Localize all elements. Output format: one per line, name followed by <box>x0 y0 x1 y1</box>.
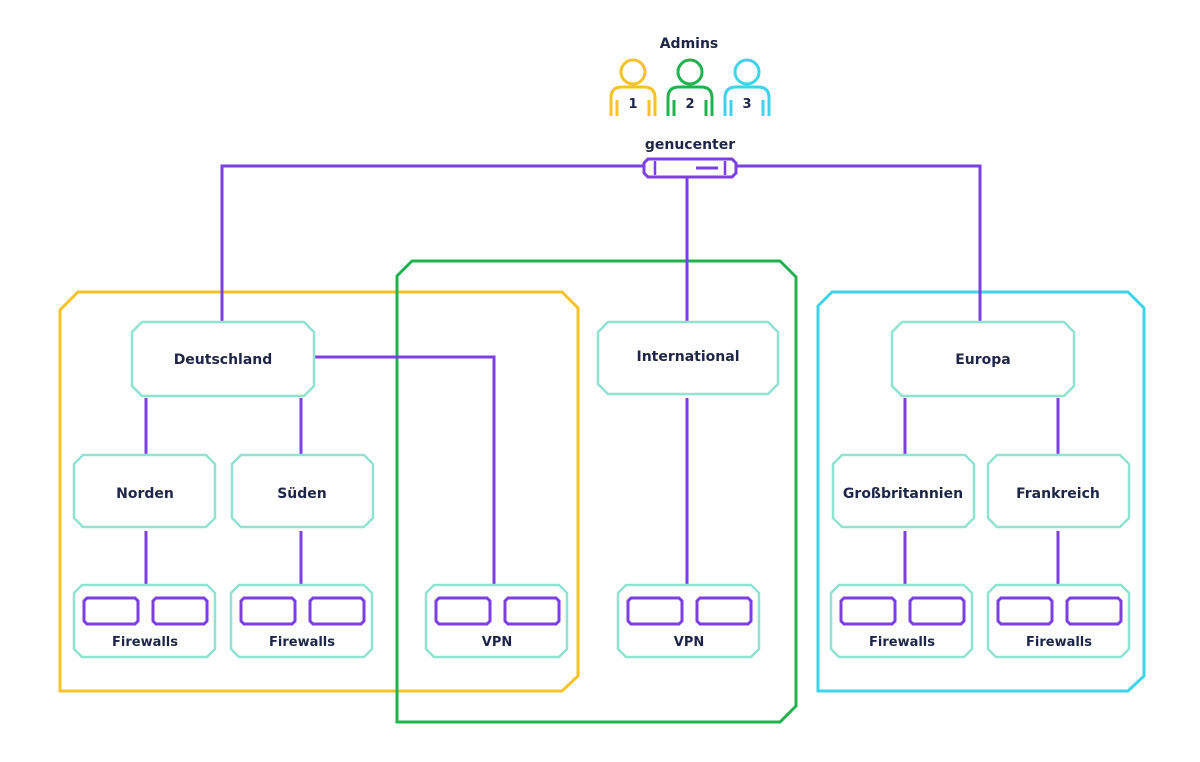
firewall-device-icon <box>908 596 966 626</box>
server-label: genucenter <box>645 137 735 153</box>
device-group-label: Firewalls <box>269 635 335 650</box>
device-group-label: VPN <box>482 635 512 650</box>
group-europa <box>816 290 1146 693</box>
firewall-device-icon <box>308 596 366 626</box>
link-server-europa <box>734 164 982 322</box>
link-deutschland-vpn <box>314 355 496 584</box>
firewall-device-icon <box>839 596 897 626</box>
link-server-deutschland <box>220 164 646 322</box>
node-norden: Norden <box>72 453 217 529</box>
admin-2-user-icon: 2 <box>666 58 714 116</box>
node-sueden-label: Süden <box>277 486 327 502</box>
admin-1-user-icon: 1 <box>609 58 657 116</box>
node-frankreich-label: Frankreich <box>1016 486 1100 502</box>
admin-3-number: 3 <box>742 97 751 112</box>
admin-3-user-icon: 3 <box>723 58 771 116</box>
node-international-label: International <box>636 349 739 365</box>
device-group-firewalls-frankreich: Firewalls <box>986 583 1131 659</box>
node-deutschland-label: Deutschland <box>174 352 273 368</box>
device-group-label: Firewalls <box>112 635 178 650</box>
node-grossbritannien-label: Großbritannien <box>843 486 963 502</box>
node-europa-label: Europa <box>955 352 1011 368</box>
node-international: International <box>596 320 780 396</box>
device-group-firewalls-grossbritannien: Firewalls <box>829 583 974 659</box>
node-europa: Europa <box>890 320 1076 398</box>
firewall-device-icon <box>1065 596 1123 626</box>
connection-lines <box>144 164 1060 584</box>
firewall-device-icon <box>82 596 140 626</box>
group-international <box>395 259 798 724</box>
node-frankreich: Frankreich <box>986 453 1131 529</box>
node-sueden: Süden <box>230 453 375 529</box>
device-group-label: VPN <box>674 635 704 650</box>
admins-title: Admins <box>660 36 719 52</box>
node-grossbritannien: Großbritannien <box>831 453 976 529</box>
device-group-label: Firewalls <box>869 635 935 650</box>
firewall-device-icon <box>996 596 1054 626</box>
admin-2-number: 2 <box>685 97 694 112</box>
device-group-vpn-deutschland: VPN <box>424 583 569 659</box>
device-group-firewalls-norden: Firewalls <box>72 583 217 659</box>
group-deutschland <box>58 290 580 693</box>
server-icon <box>642 157 738 179</box>
vpn-device-icon <box>434 596 492 626</box>
vpn-device-icon <box>503 596 561 626</box>
vpn-device-icon <box>695 596 753 626</box>
firewall-device-icon <box>239 596 297 626</box>
device-group-vpn-international: VPN <box>616 583 761 659</box>
device-group-firewalls-sueden: Firewalls <box>229 583 374 659</box>
node-norden-label: Norden <box>116 486 174 502</box>
device-group-label: Firewalls <box>1026 635 1092 650</box>
vpn-device-icon <box>626 596 684 626</box>
firewall-device-icon <box>151 596 209 626</box>
node-deutschland: Deutschland <box>130 320 316 398</box>
admin-1-number: 1 <box>628 97 637 112</box>
